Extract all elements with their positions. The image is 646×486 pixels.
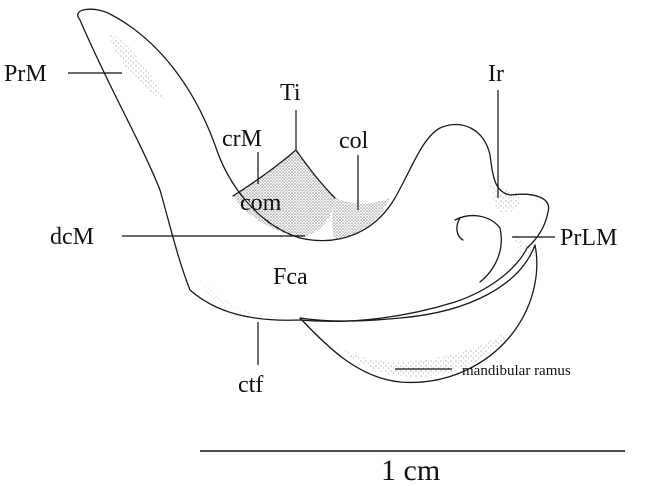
prm-shading xyxy=(108,30,165,100)
label-ir: Ir xyxy=(488,61,504,87)
inner-contour-line xyxy=(455,216,501,282)
label-com: com xyxy=(240,190,282,216)
bone-body xyxy=(78,9,549,321)
condyle-shading xyxy=(332,198,390,240)
label-prlm: PrLM xyxy=(560,225,617,251)
label-mandibular-ramus: mandibular ramus xyxy=(462,363,571,379)
label-crm: crM xyxy=(222,126,262,152)
ir-shading xyxy=(490,185,522,213)
ctf-shading xyxy=(200,280,270,318)
label-prm: PrM xyxy=(4,61,47,87)
inner-contour-line xyxy=(457,218,463,240)
label-ctf: ctf xyxy=(238,372,263,398)
prlm-shading xyxy=(515,235,531,262)
label-ti: Ti xyxy=(280,80,301,106)
label-col: col xyxy=(339,128,369,154)
label-dcm: dcM xyxy=(50,224,94,250)
scale-bar-label: 1 cm xyxy=(381,454,440,486)
label-fca: Fca xyxy=(273,264,308,290)
